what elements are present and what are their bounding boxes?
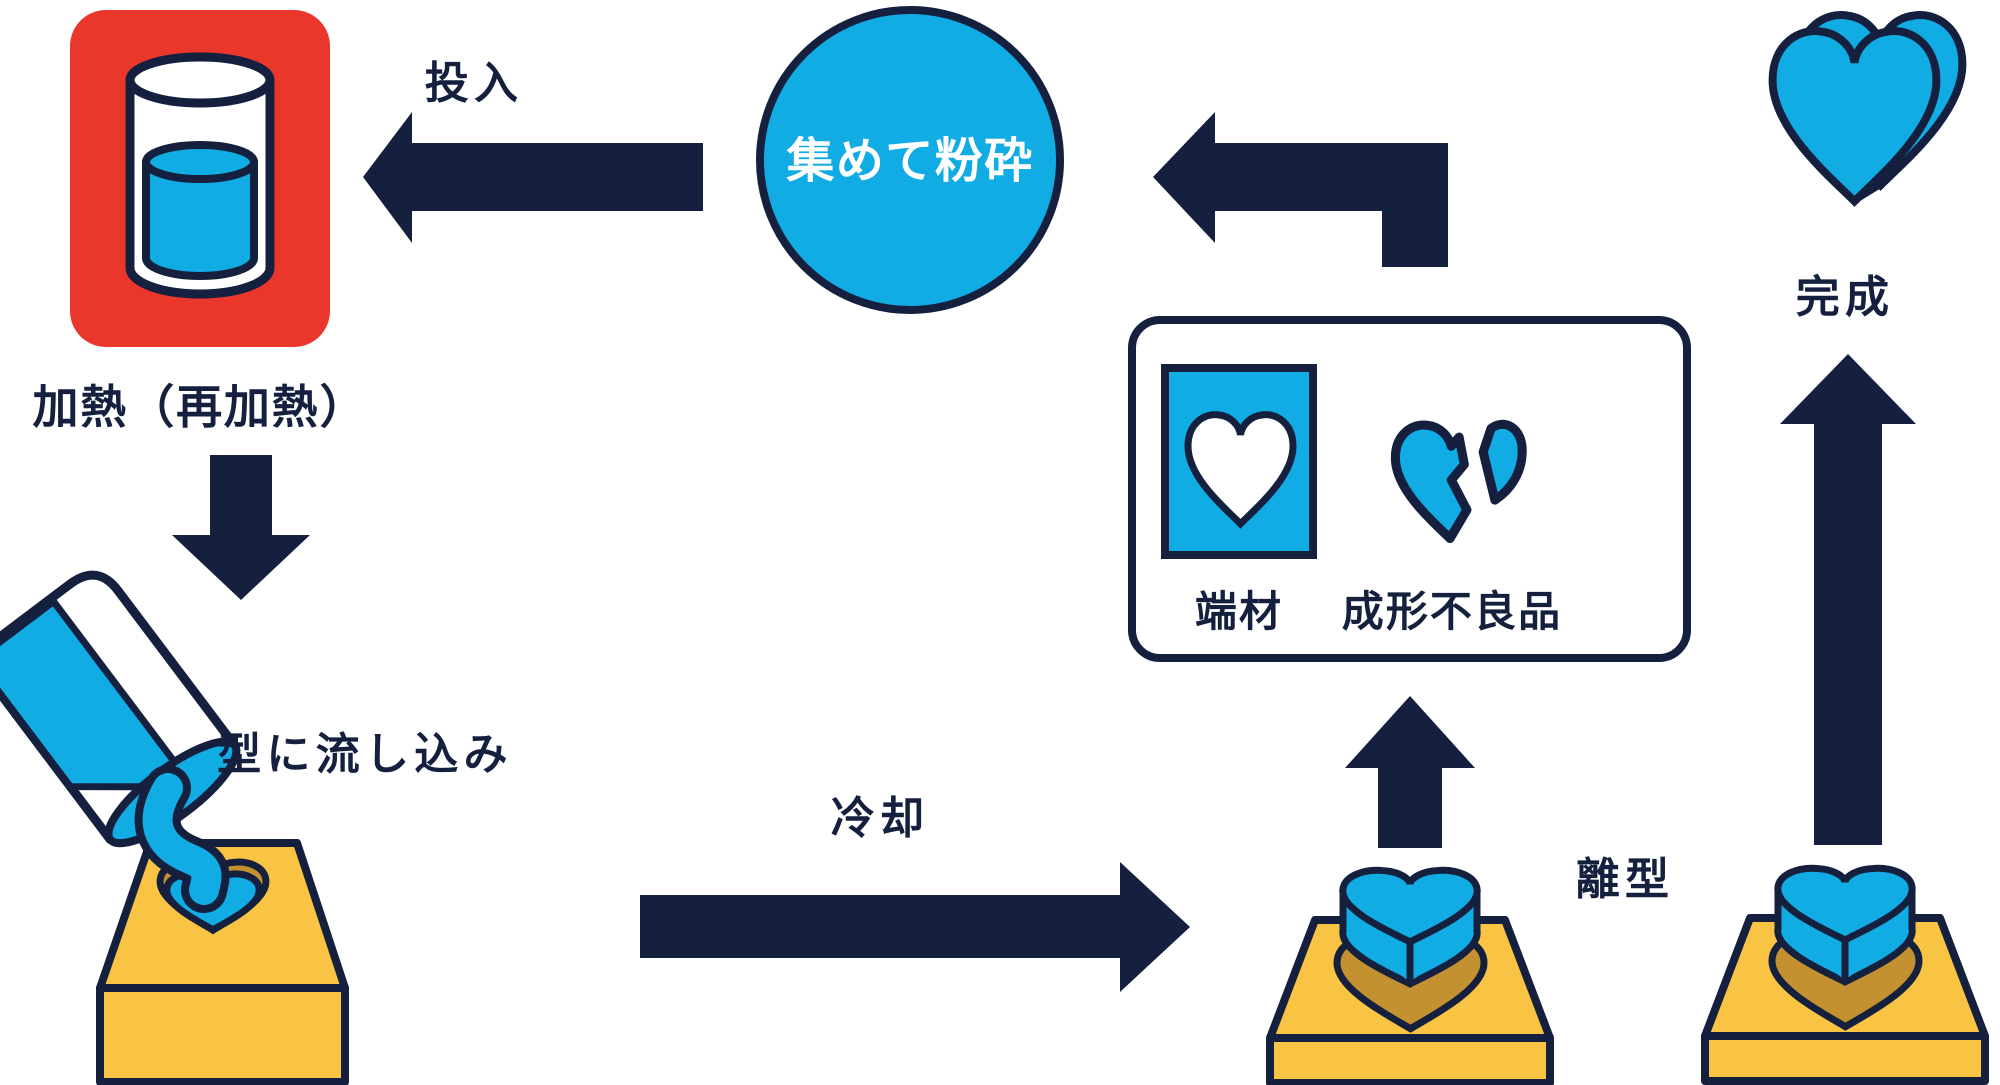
crush-label: 集めて粉砕 xyxy=(785,135,1033,188)
collect-elbow-arrow xyxy=(1153,112,1448,267)
mold-1-icon xyxy=(1270,870,1550,1083)
scrap-square-icon xyxy=(1161,364,1317,559)
to-scrap-box-arrow xyxy=(1345,696,1475,848)
defect-label: 成形不良品 xyxy=(1342,588,1563,635)
cooling-arrow xyxy=(640,862,1190,992)
reheat-feed-arrow xyxy=(172,455,310,600)
pour-mold-icon xyxy=(96,839,349,1085)
mold-2-icon xyxy=(1705,868,1985,1081)
crush-circle: 集めて粉砕 xyxy=(756,6,1064,314)
scrap-label: 端材 xyxy=(1195,588,1283,635)
to-finished-arrow xyxy=(1780,354,1916,845)
heating-beaker-icon xyxy=(125,52,275,299)
finished-heart-icon xyxy=(1773,15,1963,201)
pour-label: 型に流し込み xyxy=(217,730,513,779)
input-label: 投入 xyxy=(425,59,524,108)
pouring-cup-icon xyxy=(0,570,241,913)
heating-card xyxy=(70,10,330,347)
demold-label: 離型 xyxy=(1576,855,1675,904)
scrap-box: 端材 成形不良品 xyxy=(1128,316,1691,662)
finished-label: 完成 xyxy=(1796,273,1895,322)
heating-label: 加熱（再加熱） xyxy=(33,381,368,433)
defect-heart-icon xyxy=(1390,419,1527,544)
cooling-label: 冷却 xyxy=(831,794,930,843)
input-arrow xyxy=(363,112,703,243)
